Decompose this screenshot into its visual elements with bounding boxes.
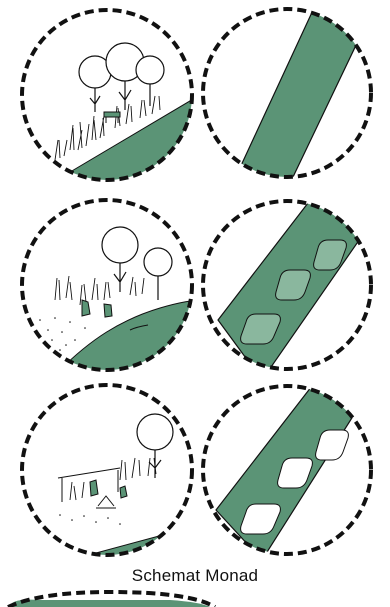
row-3-left-circle xyxy=(22,385,200,570)
fence xyxy=(58,468,120,502)
ground-speckles xyxy=(59,514,121,525)
tree-group xyxy=(102,227,172,300)
row-1-right-circle xyxy=(203,0,380,200)
green-slope xyxy=(60,95,200,200)
diagram-caption: Schemat Monad xyxy=(0,566,390,586)
grass-tufts xyxy=(70,458,156,500)
green-slope xyxy=(70,525,200,570)
figures xyxy=(82,300,112,317)
row-1-left-circle xyxy=(22,10,200,200)
row-2-left-circle xyxy=(22,200,200,380)
ground-speckles xyxy=(37,317,86,351)
bottom-partial-circle xyxy=(8,592,215,607)
figures xyxy=(90,480,127,498)
green-band xyxy=(232,0,380,200)
grass-tufts xyxy=(55,276,144,305)
campfire xyxy=(96,496,116,508)
row-3-right-circle xyxy=(203,382,371,560)
bench-figure xyxy=(104,112,120,123)
tree-group xyxy=(79,43,164,112)
row-2-right-circle xyxy=(203,190,380,380)
